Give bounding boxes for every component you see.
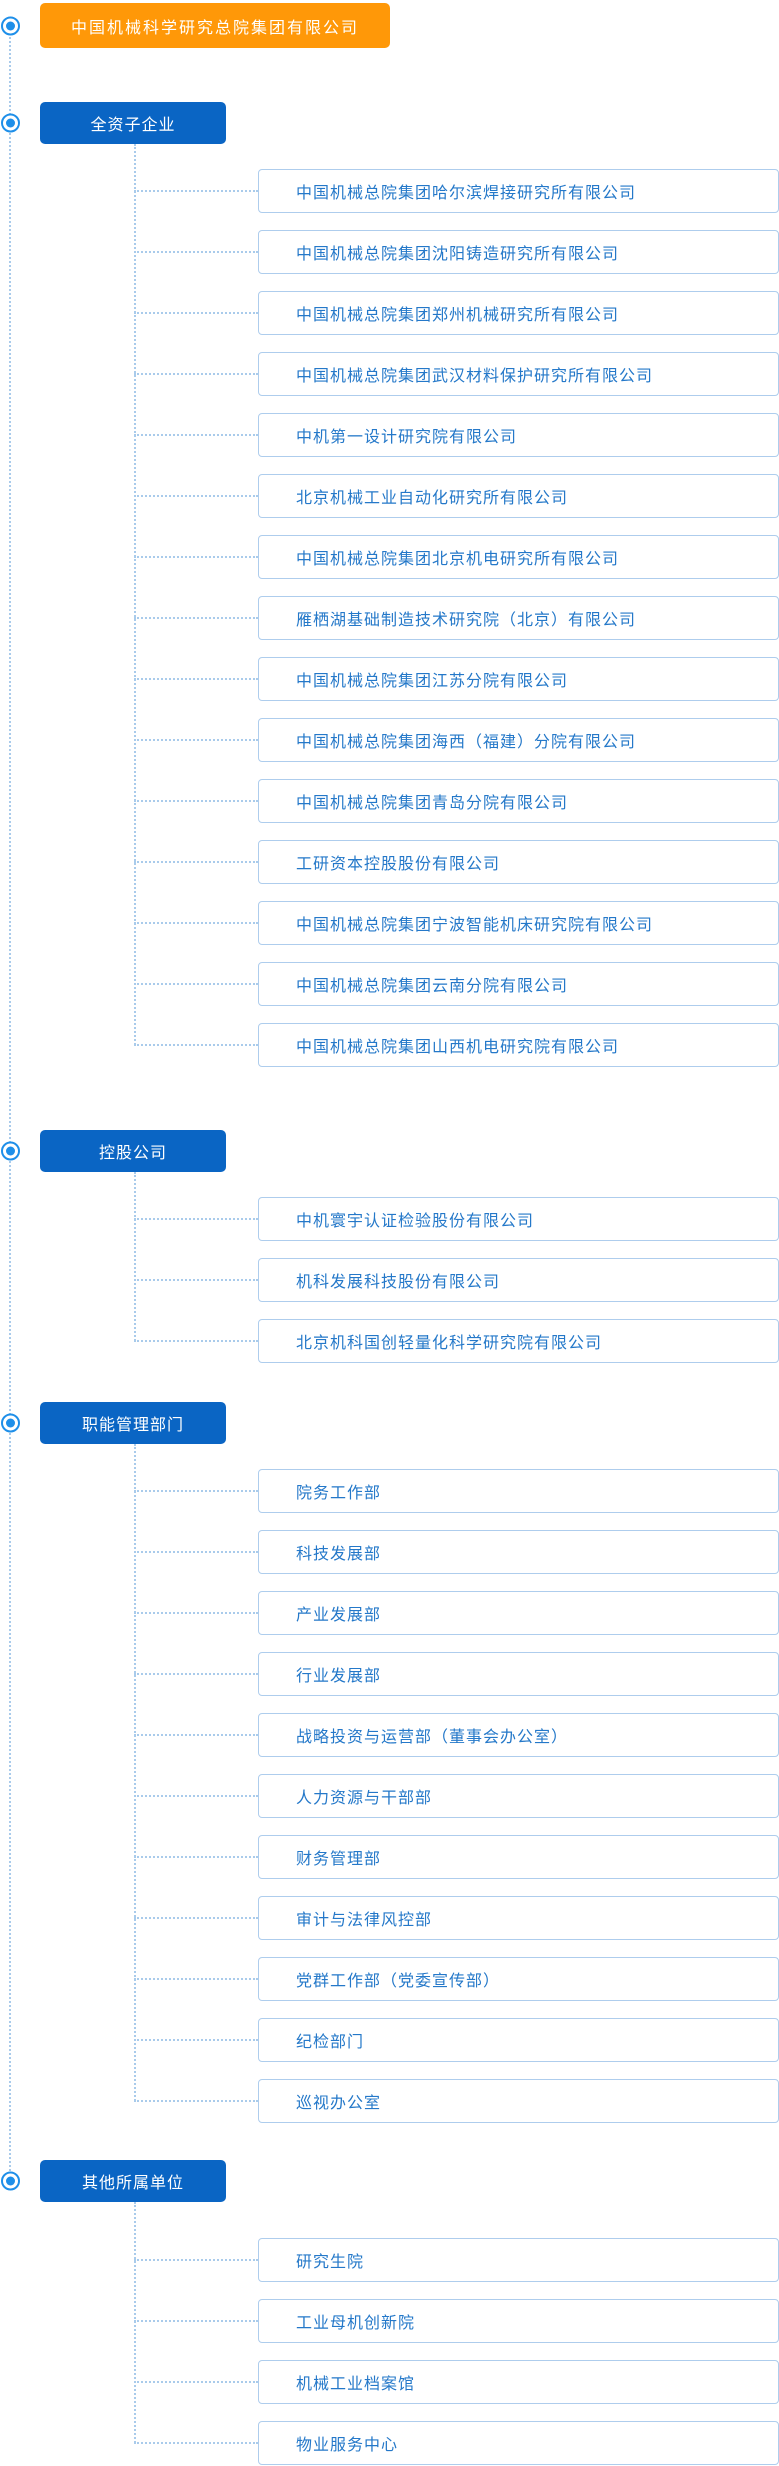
item-row: 研究生院: [258, 2238, 779, 2282]
item-row: 党群工作部（党委宣传部）: [258, 1957, 779, 2001]
item-node: 雁栖湖基础制造技术研究院（北京）有限公司: [258, 596, 779, 640]
section-items: 院务工作部 科技发展部 产业发展部 行业发展部 战略投资与运营部（董事会办公室）…: [0, 1444, 779, 2123]
node-bullet-icon: [1, 2171, 20, 2191]
item-node: 中机第一设计研究院有限公司: [258, 413, 779, 457]
item-node: 中国机械总院集团哈尔滨焊接研究所有限公司: [258, 169, 779, 213]
item-node: 财务管理部: [258, 1835, 779, 1879]
section-head: 其他所属单位: [0, 2160, 779, 2202]
item-row: 中国机械总院集团海西（福建）分院有限公司: [258, 718, 779, 762]
item-row: 中机寰宇认证检验股份有限公司: [258, 1197, 779, 1241]
item-node: 物业服务中心: [258, 2421, 779, 2465]
item-row: 中国机械总院集团郑州机械研究所有限公司: [258, 291, 779, 335]
item-row: 中国机械总院集团云南分院有限公司: [258, 962, 779, 1006]
item-node: 巡视办公室: [258, 2079, 779, 2123]
item-row: 雁栖湖基础制造技术研究院（北京）有限公司: [258, 596, 779, 640]
node-bullet-icon: [1, 113, 20, 133]
item-row: 中国机械总院集团沈阳铸造研究所有限公司: [258, 230, 779, 274]
section: 控股公司 中机寰宇认证检验股份有限公司 机科发展科技股份有限公司 北京机科国创轻…: [0, 1130, 779, 1363]
node-bullet-icon: [1, 1141, 20, 1161]
section-head: 全资子企业: [0, 102, 779, 144]
item-node: 产业发展部: [258, 1591, 779, 1635]
item-node: 科技发展部: [258, 1530, 779, 1574]
item-node: 中国机械总院集团沈阳铸造研究所有限公司: [258, 230, 779, 274]
item-node: 机械工业档案馆: [258, 2360, 779, 2404]
item-node: 审计与法律风控部: [258, 1896, 779, 1940]
item-row: 巡视办公室: [258, 2079, 779, 2123]
item-row: 产业发展部: [258, 1591, 779, 1635]
item-node: 研究生院: [258, 2238, 779, 2282]
section-node: 控股公司: [40, 1130, 226, 1172]
node-bullet-icon: [1, 16, 20, 35]
item-row: 北京机械工业自动化研究所有限公司: [258, 474, 779, 518]
item-row: 中机第一设计研究院有限公司: [258, 413, 779, 457]
root-row: 中国机械科学研究总院集团有限公司: [0, 3, 779, 48]
item-row: 机科发展科技股份有限公司: [258, 1258, 779, 1302]
item-row: 中国机械总院集团山西机电研究院有限公司: [258, 1023, 779, 1067]
section-node: 其他所属单位: [40, 2160, 226, 2202]
tree-rail-line: [9, 28, 11, 2183]
item-row: 北京机科国创轻量化科学研究院有限公司: [258, 1319, 779, 1363]
item-row: 机械工业档案馆: [258, 2360, 779, 2404]
item-row: 工业母机创新院: [258, 2299, 779, 2343]
item-row: 中国机械总院集团青岛分院有限公司: [258, 779, 779, 823]
section: 职能管理部门 院务工作部 科技发展部 产业发展部 行业发展部 战略投资与运营部（…: [0, 1402, 779, 2123]
section-items: 中机寰宇认证检验股份有限公司 机科发展科技股份有限公司 北京机科国创轻量化科学研…: [0, 1172, 779, 1363]
item-node: 北京机械工业自动化研究所有限公司: [258, 474, 779, 518]
item-row: 科技发展部: [258, 1530, 779, 1574]
item-node: 战略投资与运营部（董事会办公室）: [258, 1713, 779, 1757]
section: 其他所属单位 研究生院 工业母机创新院 机械工业档案馆 物业服务中心: [0, 2160, 779, 2465]
item-node: 中国机械总院集团郑州机械研究所有限公司: [258, 291, 779, 335]
item-row: 院务工作部: [258, 1469, 779, 1513]
item-row: 战略投资与运营部（董事会办公室）: [258, 1713, 779, 1757]
item-node: 中机寰宇认证检验股份有限公司: [258, 1197, 779, 1241]
item-row: 中国机械总院集团北京机电研究所有限公司: [258, 535, 779, 579]
item-node: 院务工作部: [258, 1469, 779, 1513]
item-node: 中国机械总院集团海西（福建）分院有限公司: [258, 718, 779, 762]
section: 全资子企业 中国机械总院集团哈尔滨焊接研究所有限公司 中国机械总院集团沈阳铸造研…: [0, 102, 779, 1067]
item-node: 人力资源与干部部: [258, 1774, 779, 1818]
item-node: 工业母机创新院: [258, 2299, 779, 2343]
item-row: 物业服务中心: [258, 2421, 779, 2465]
item-node: 中国机械总院集团山西机电研究院有限公司: [258, 1023, 779, 1067]
item-node: 机科发展科技股份有限公司: [258, 1258, 779, 1302]
section-node: 职能管理部门: [40, 1402, 226, 1444]
item-node: 北京机科国创轻量化科学研究院有限公司: [258, 1319, 779, 1363]
node-bullet-icon: [1, 1413, 20, 1433]
item-node: 中国机械总院集团北京机电研究所有限公司: [258, 535, 779, 579]
item-row: 审计与法律风控部: [258, 1896, 779, 1940]
item-row: 中国机械总院集团江苏分院有限公司: [258, 657, 779, 701]
item-node: 行业发展部: [258, 1652, 779, 1696]
item-row: 中国机械总院集团宁波智能机床研究院有限公司: [258, 901, 779, 945]
root-node: 中国机械科学研究总院集团有限公司: [40, 3, 390, 48]
item-row: 工研资本控股股份有限公司: [258, 840, 779, 884]
section-items: 中国机械总院集团哈尔滨焊接研究所有限公司 中国机械总院集团沈阳铸造研究所有限公司…: [0, 144, 779, 1067]
item-node: 中国机械总院集团武汉材料保护研究所有限公司: [258, 352, 779, 396]
section-head: 职能管理部门: [0, 1402, 779, 1444]
item-node: 工研资本控股股份有限公司: [258, 840, 779, 884]
item-node: 中国机械总院集团云南分院有限公司: [258, 962, 779, 1006]
item-node: 中国机械总院集团江苏分院有限公司: [258, 657, 779, 701]
item-row: 行业发展部: [258, 1652, 779, 1696]
item-node: 党群工作部（党委宣传部）: [258, 1957, 779, 2001]
item-row: 人力资源与干部部: [258, 1774, 779, 1818]
item-row: 纪检部门: [258, 2018, 779, 2062]
item-row: 中国机械总院集团武汉材料保护研究所有限公司: [258, 352, 779, 396]
section-head: 控股公司: [0, 1130, 779, 1172]
item-row: 财务管理部: [258, 1835, 779, 1879]
item-row: 中国机械总院集团哈尔滨焊接研究所有限公司: [258, 169, 779, 213]
item-node: 中国机械总院集团宁波智能机床研究院有限公司: [258, 901, 779, 945]
item-node: 纪检部门: [258, 2018, 779, 2062]
item-node: 中国机械总院集团青岛分院有限公司: [258, 779, 779, 823]
section-items: 研究生院 工业母机创新院 机械工业档案馆 物业服务中心: [0, 2202, 779, 2465]
section-node: 全资子企业: [40, 102, 226, 144]
